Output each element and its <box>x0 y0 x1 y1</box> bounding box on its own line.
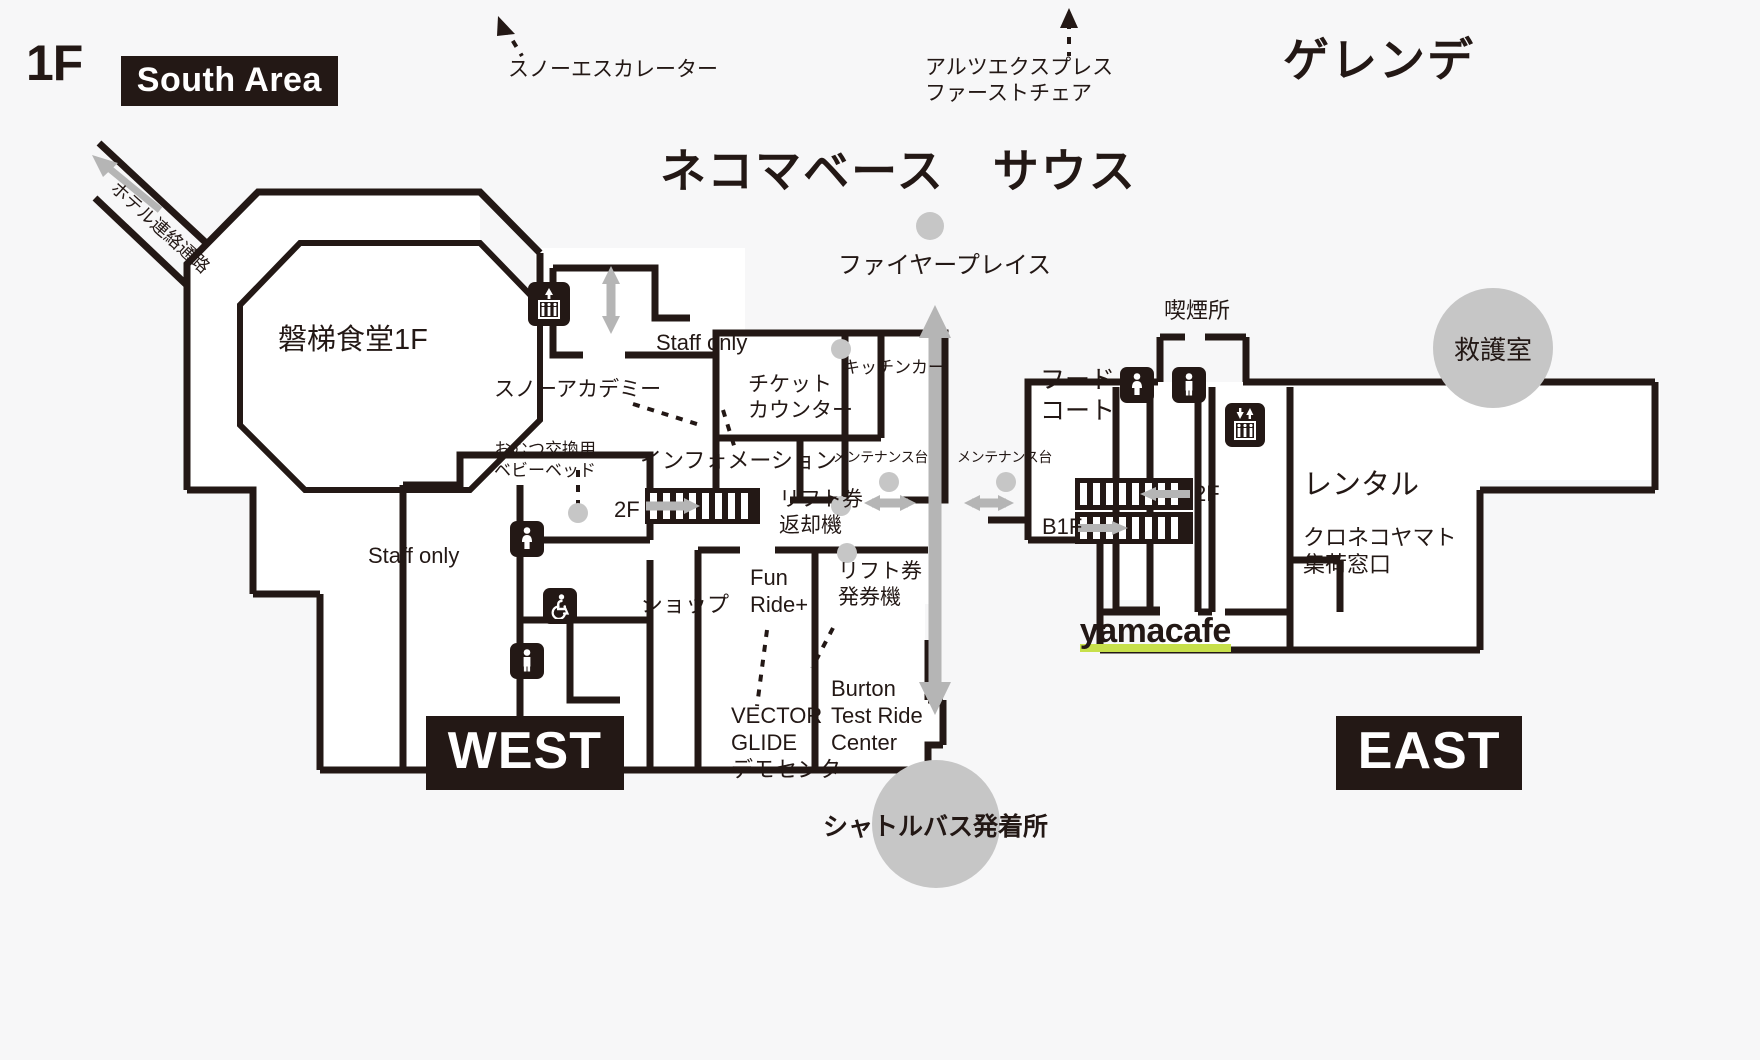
west-core-rooms <box>712 329 949 504</box>
smoking-area-label: 喫煙所 <box>1164 298 1231 323</box>
first-aid-room-marker: 救護室 <box>1433 288 1553 408</box>
corridor-cross-arrow-west <box>864 495 916 511</box>
west-badge: WEST <box>425 715 624 790</box>
gelande-label: ゲレンデ <box>1283 34 1475 86</box>
restroom-accessible-icon <box>543 588 577 624</box>
staff-only-core-label: Staff only <box>656 330 748 355</box>
corridor-cross-arrow-east <box>964 495 1014 511</box>
kitchen-car-label: キッチンカー <box>843 358 945 377</box>
east-escalator-b1f <box>1075 512 1193 544</box>
fireplace-dot <box>916 212 944 240</box>
west-escalator <box>645 488 760 524</box>
east-escalator-2f <box>1075 478 1193 510</box>
area-badge: South Area <box>120 55 338 106</box>
east-maintenance-wall <box>988 382 1032 524</box>
yamacafe-wrap: yamacafe <box>1062 591 1231 672</box>
diaper-bed-label: おむつ交換用 ベビーベッド <box>494 440 596 480</box>
restroom-women-icon <box>1120 367 1154 403</box>
burton-test-ride-label: Burton Test Ride Center <box>831 676 923 755</box>
base-title: ネコマベース サウス <box>660 145 1137 197</box>
east-escalator-b1f-label: B1F <box>1042 514 1083 539</box>
leader-arrowheads <box>497 8 1078 36</box>
food-court-label: フード コート <box>1040 366 1116 425</box>
hotel-corridor-arrow <box>92 155 163 213</box>
information-label: インフォメーション <box>640 448 837 473</box>
maintenance-east-label: メンテナンス台 <box>957 449 1052 465</box>
shuttle-bus-marker <box>872 760 1000 888</box>
rental-label: レンタル <box>1303 469 1420 501</box>
east-badge-wrap: EAST <box>1318 700 1523 802</box>
snow-escalator-label: スノーエスカレーター <box>508 58 718 81</box>
elevator-up-icon <box>528 282 570 326</box>
shuttle-bus-label: シャトルバス発着所 <box>823 813 1049 841</box>
bandai-dining-outline <box>237 240 543 493</box>
maintenance-west-label: メンテナンス台 <box>833 449 928 465</box>
east-building-shape <box>1028 382 1660 650</box>
west-escalator-2f-label: 2F <box>614 497 640 522</box>
west-badge-wrap: WEST <box>408 700 624 802</box>
shop-label: ショップ <box>641 592 730 617</box>
ticket-counter-label: チケット カウンター <box>748 373 853 422</box>
restroom-men-icon <box>1172 367 1206 403</box>
staff-only-west-label: Staff only <box>368 543 460 568</box>
restroom-women-icon <box>510 521 544 557</box>
page-title: 1F <box>26 35 83 91</box>
east-badge: EAST <box>1335 715 1523 790</box>
lift-ticket-issue-label: リフト券 発券機 <box>838 560 922 609</box>
first-aid-room-label: 救護室 <box>1453 334 1532 365</box>
east-escalator-2f-label: 2F <box>1194 481 1220 506</box>
yamacafe-label: yamacafe <box>1079 611 1231 652</box>
center-corridor-arrow <box>919 305 951 715</box>
lift-ticket-return-label: リフト券 返却機 <box>779 488 863 537</box>
snow-academy-label: スノーアカデミー <box>494 378 662 401</box>
west-elevator-arrow <box>602 266 620 334</box>
smoking-area-room <box>1156 333 1250 382</box>
alts-express-label: アルツエクスプレス ファーストチェア <box>925 56 1114 105</box>
fireplace-label: ファイヤープレイス <box>838 252 1052 279</box>
elevator-updown-icon <box>1225 403 1265 447</box>
facility-dots <box>568 339 1016 563</box>
bandai-dining-label: 磐梯食堂1F <box>278 324 428 356</box>
vector-glide-label: VECTOR GLIDE デモセンター <box>731 703 864 782</box>
kuroneko-label: クロネコヤマト 集荷窓口 <box>1303 525 1457 577</box>
restroom-men-icon <box>510 643 544 679</box>
fun-ride-label: Fun Ride+ <box>750 565 809 617</box>
area-badge-wrap: South Area <box>103 40 338 121</box>
